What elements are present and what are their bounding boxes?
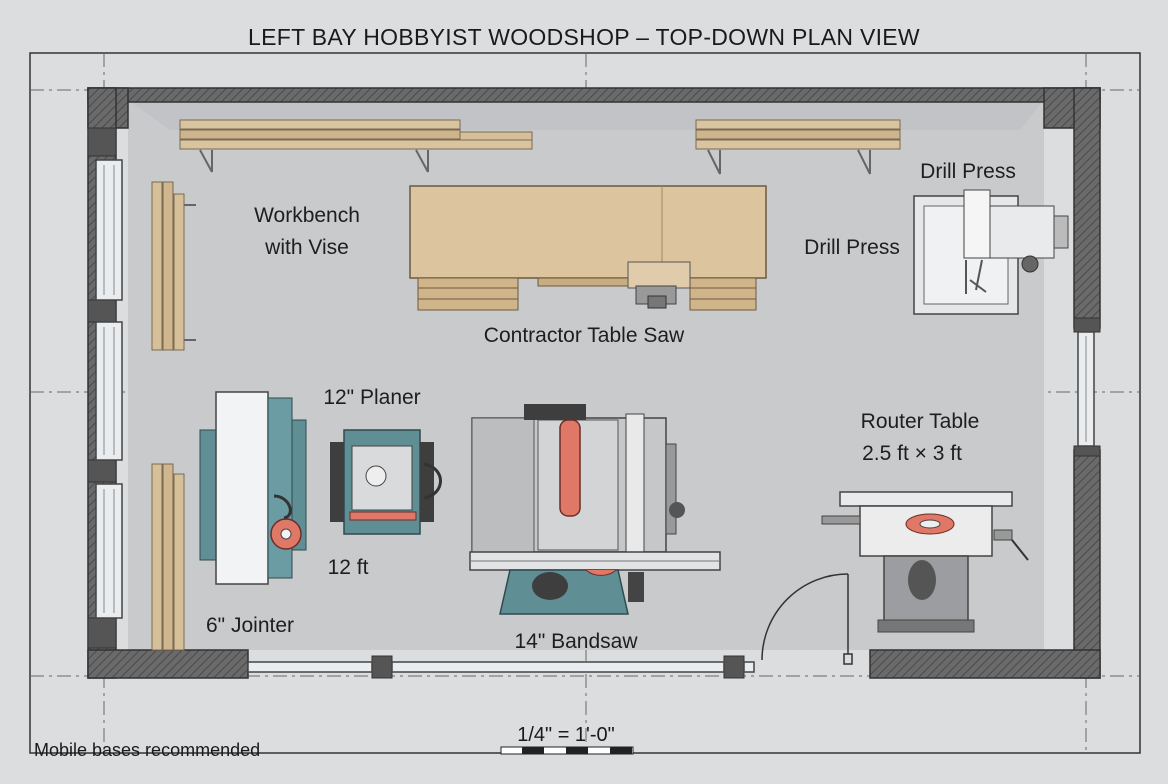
label-bandsaw: 14" Bandsaw <box>514 630 638 653</box>
lumber-rack-upper <box>151 181 196 351</box>
lumber-rack-lower <box>151 463 185 651</box>
label-workbench-line2: with Vise <box>265 236 349 259</box>
jointer <box>199 391 307 585</box>
drill-press <box>913 189 1069 315</box>
label-router-table-line1: Router Table <box>860 410 980 433</box>
wall-shelf-right <box>695 119 901 175</box>
label-table-saw: Contractor Table Saw <box>483 324 685 347</box>
label-drill-press-side: Drill Press <box>804 236 900 259</box>
label-jointer: 6" Jointer <box>206 614 294 637</box>
scale-label: 1/4" = 1'-0" <box>517 724 615 746</box>
page-title: LEFT BAY HOBBYIST WOODSHOP – TOP-DOWN PL… <box>248 24 920 50</box>
label-planer: 12" Planer <box>323 386 421 409</box>
footnote: Mobile bases recommended <box>34 740 261 760</box>
scale-bar <box>500 746 634 755</box>
planer <box>330 429 442 535</box>
label-workbench-line1: Workbench <box>254 204 360 227</box>
router-table <box>821 491 1029 633</box>
left-windows <box>95 159 123 619</box>
door <box>761 573 853 665</box>
table-saw <box>469 404 721 615</box>
workbench-with-vise <box>409 185 767 311</box>
label-drill-press-top: Drill Press <box>920 160 1016 183</box>
label-router-table-line2: 2.5 ft × 3 ft <box>862 442 962 465</box>
label-planer-dim: 12 ft <box>327 556 369 579</box>
wall-shelf-left <box>179 119 533 173</box>
